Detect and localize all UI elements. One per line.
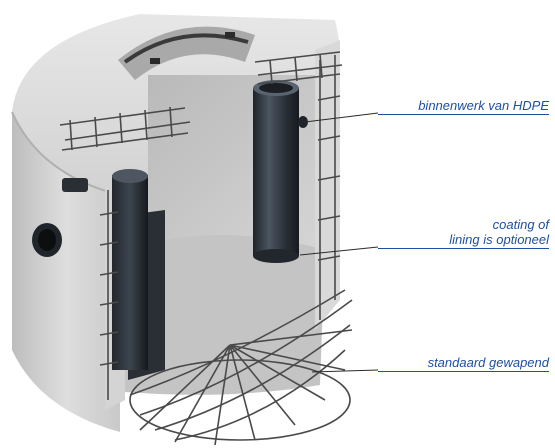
callout-coating-label: coating of lining is optioneel [449,217,549,247]
outer-wall [12,112,120,432]
callout-reinforced-rule [378,371,549,372]
callout-hdpe-label: binnenwerk van HDPE [418,98,549,113]
cut-wall-right [315,40,340,330]
leader-reinforced [311,369,379,373]
manhole-cover-icon [118,26,255,80]
leader-hdpe [304,112,379,123]
callout-coating-line-2: lining is optioneel [449,232,549,247]
callout-coating-line-1: coating of [492,217,549,232]
inner-pipe-left [112,169,165,380]
leader-lines [299,112,379,373]
callout-reinforced-line-1: standaard gewapend [427,355,549,370]
callout-hdpe-line-1: binnenwerk van HDPE [418,98,549,113]
rebar-cage-icon [59,51,353,446]
leader-coating [299,246,379,256]
hdpe-pipe-icon [253,80,308,263]
callout-coating-rule [378,248,549,249]
callout-hdpe-rule [378,114,549,115]
callout-reinforced-label: standaard gewapend [428,355,549,370]
inlet-pipe-icon [32,178,88,257]
